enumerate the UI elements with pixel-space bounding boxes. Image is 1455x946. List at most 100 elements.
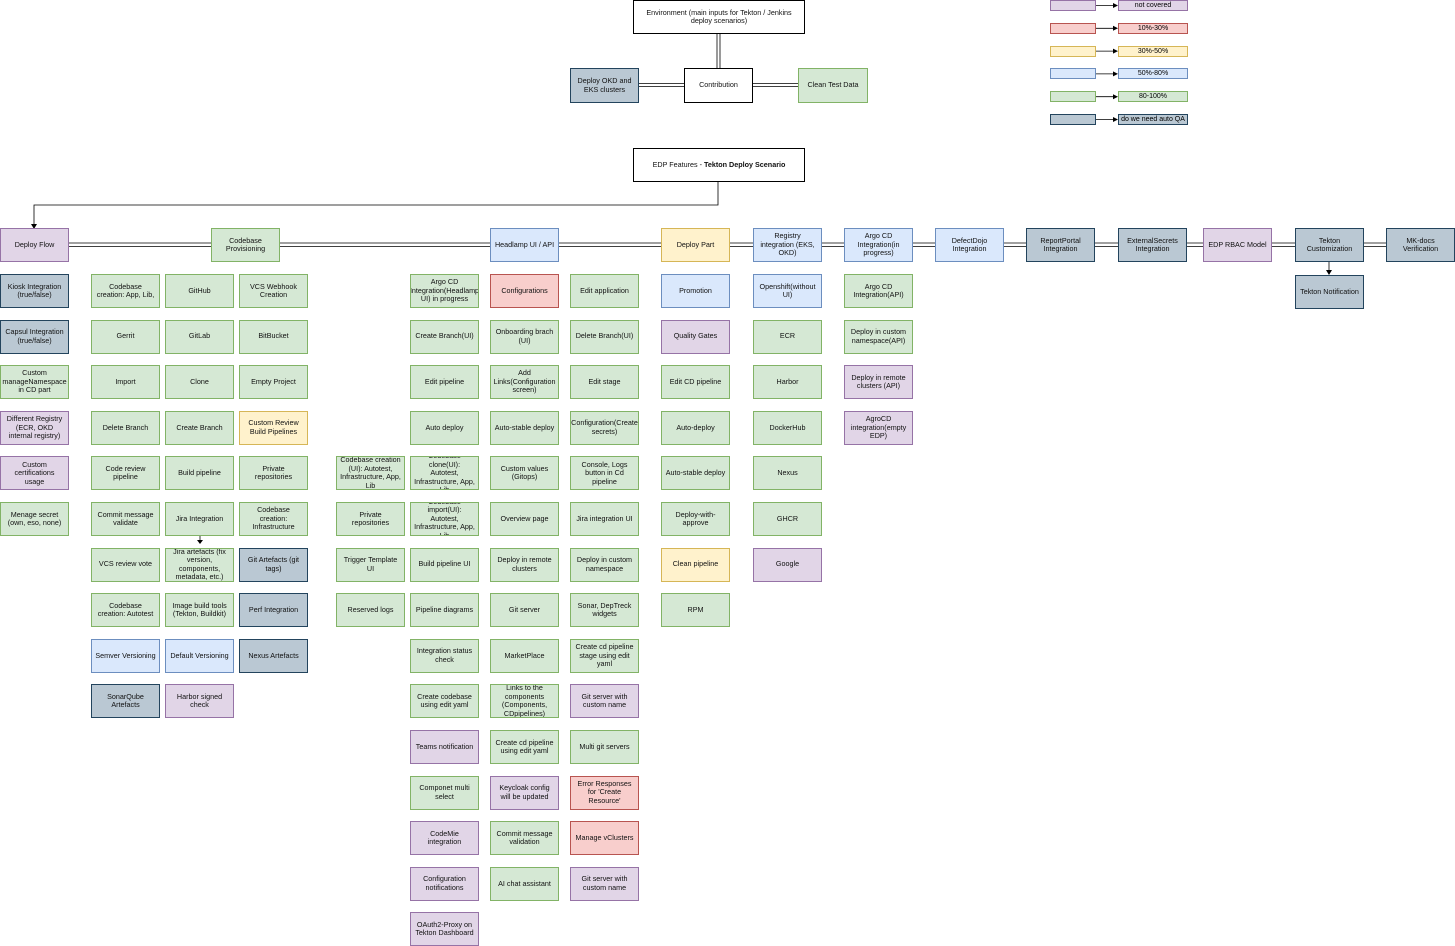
header-deploy-flow: Deploy Flow [0,228,69,262]
feature-item: Nexus [753,456,822,491]
feature-item-label: Configurations [501,285,548,295]
features-prefix: EDP Features - [652,159,705,169]
feature-item-label: Create cd pipeline using edit yaml [495,737,554,755]
feature-item: Add Links(Configuration screen) [490,365,559,400]
feature-item: Pipeline diagrams [410,593,479,628]
feature-item: Edit stage [570,365,639,400]
feature-item: Perf Integration [239,593,308,628]
feature-item-label: Gerrit [116,331,135,341]
feature-item-label: AI chat assistant [498,878,551,888]
feature-item-label: Jira artefacts (fix version, components,… [173,547,226,582]
feature-item-label: Deploy in remote clusters (API) [851,372,906,391]
feature-item-label: Delete Branch [102,422,149,432]
feature-item: Openshift(without UI) [753,274,822,308]
legend-arrow-head [1113,117,1118,122]
feature-item-label: Codebase creation (UI): Autotest, Infras… [340,456,401,490]
feature-item-label: Create Branch(UI) [415,331,474,341]
feature-item: Git Artefacts (git tags) [239,547,308,582]
feature-item-label: Git Artefacts (git tags) [247,555,300,573]
feature-item-label: CodeMie integration [427,828,462,847]
feature-item-label: Integration status check [416,646,473,664]
feature-item: MarketPlace [490,638,559,673]
feature-item: Deploy in custom namespace(API) [844,319,913,354]
feature-item: Codebase clone(UI): Autotest, Infrastruc… [410,456,479,491]
features-title: EDP Features - Tekton Deploy Scenario [652,159,786,169]
feature-item-label: Import [115,376,136,386]
header-argocd: Argo CD Integration(in progress) [844,228,913,262]
header-defectdojo-label: DefectDojo Integration [951,235,988,253]
header-externalsecrets: ExternalSecrets Integration [1118,228,1187,262]
feature-item: Gerrit [91,319,160,354]
feature-item: Componet multi select [410,775,479,810]
feature-item: Commit message validation [490,821,559,856]
clean-test-data-label: Clean Test Data [807,80,859,90]
header-defectdojo: DefectDojo Integration [935,228,1004,262]
feature-item-label: Empty Project [251,376,296,386]
feature-item-label: Harbor signed check [176,691,223,710]
feature-item: Git server with custom name [570,866,639,901]
feature-item: GitHub [165,274,234,308]
feature-item-label: Reserved logs [347,604,394,614]
feature-item: Build pipeline UI [410,547,479,582]
header-rbac: EDP RBAC Model [1203,228,1272,262]
header-registry: Registry integration (EKS, OKD) [753,228,822,262]
feature-item: SonarQube Artefacts [91,684,160,719]
features-scenario: Tekton Deploy Scenario [704,159,786,169]
feature-item: Codebase creation: Infrastructure [239,502,308,536]
feature-item: Commit message validate [91,502,160,536]
feature-item-label: Error Responses for 'Create Resource' [577,778,632,805]
feature-item: Overview page [490,502,559,536]
feature-item: Edit application [570,274,639,308]
feature-item: Trigger Template UI [336,547,405,582]
legend-arrow-head [1113,71,1118,77]
feature-item-label: Sonar, DepTreck widgets [577,600,632,619]
feature-item-label: Custom certifications usage [14,459,55,486]
feature-item: Git server with custom name [570,684,639,719]
feature-item-label: BitBucket [258,331,289,341]
feature-item-label: Capsul Integration (true/false) [5,327,64,345]
feature-item-label: Edit CD pipeline [669,376,722,386]
feature-item: Semver Versioning [91,638,160,673]
header-reportportal-label: ReportPortal Integration [1040,235,1081,253]
legend-arrow-head [1113,94,1118,100]
header-tekton-customization-label: Tekton Customization [1306,235,1353,253]
feature-item: GitLab [165,319,234,354]
feature-item-label: Overview page [500,513,549,523]
feature-item: Delete Branch [91,410,160,445]
legend-label: 30%-50% [1118,45,1188,57]
feature-item: Multi git servers [570,730,639,764]
legend-arrow-head [1113,25,1118,31]
feature-item: Default Versioning [165,638,234,673]
feature-item-label: OAuth2-Proxy on Tekton Dashboard [415,919,474,938]
feature-item: GHCR [753,502,822,536]
feature-item-label: Git server [508,604,541,614]
feature-item: Onboarding brach (UI) [490,319,559,354]
feature-item: Configuration notifications [410,866,479,901]
feature-item-label: DockerHub [769,422,806,432]
feature-item: Codebase creation: Autotest [91,593,160,628]
header-registry-label: Registry integration (EKS, OKD) [760,231,815,258]
header-argocd-label: Argo CD Integration(in progress) [857,231,900,258]
feature-item: Kiosk Integration (true/false) [0,274,69,308]
legend-label: 80-100% [1118,91,1188,103]
feature-item: Deploy in remote clusters (API) [844,365,913,400]
feature-item-label: Custom values (Gitops) [500,463,549,482]
feature-item-label: Auto-stable deploy [494,422,555,432]
feature-item: Custom certifications usage [0,456,69,491]
feature-item-label: Auto-stable deploy [665,468,726,478]
feature-item-label: Private repositories [254,463,293,482]
feature-item-label: Onboarding brach (UI) [495,327,554,345]
feature-item: Create Branch(UI) [410,319,479,354]
feature-item-label: Auto deploy [425,422,464,432]
feature-item-label: Menage secret (own, eso, none) [7,509,62,527]
feature-item: Harbor [753,365,822,400]
feature-item-label: Argo CD Integration(API) [853,281,904,299]
feature-item-label: Codebase clone(UI): Autotest, Infrastruc… [414,457,475,491]
feature-item-label: Codebase creation: Autotest [97,600,154,619]
feature-item: Nexus Artefacts [239,638,308,673]
feature-item-label: Build pipeline UI [418,559,471,569]
header-codebase-provisioning-label: Codebase Provisioning [225,235,266,253]
feature-item-label: Pipeline diagrams [415,604,474,614]
feature-item: Clean pipeline [661,547,730,582]
feature-item-label: Configuration(Create secrets) [571,418,638,436]
